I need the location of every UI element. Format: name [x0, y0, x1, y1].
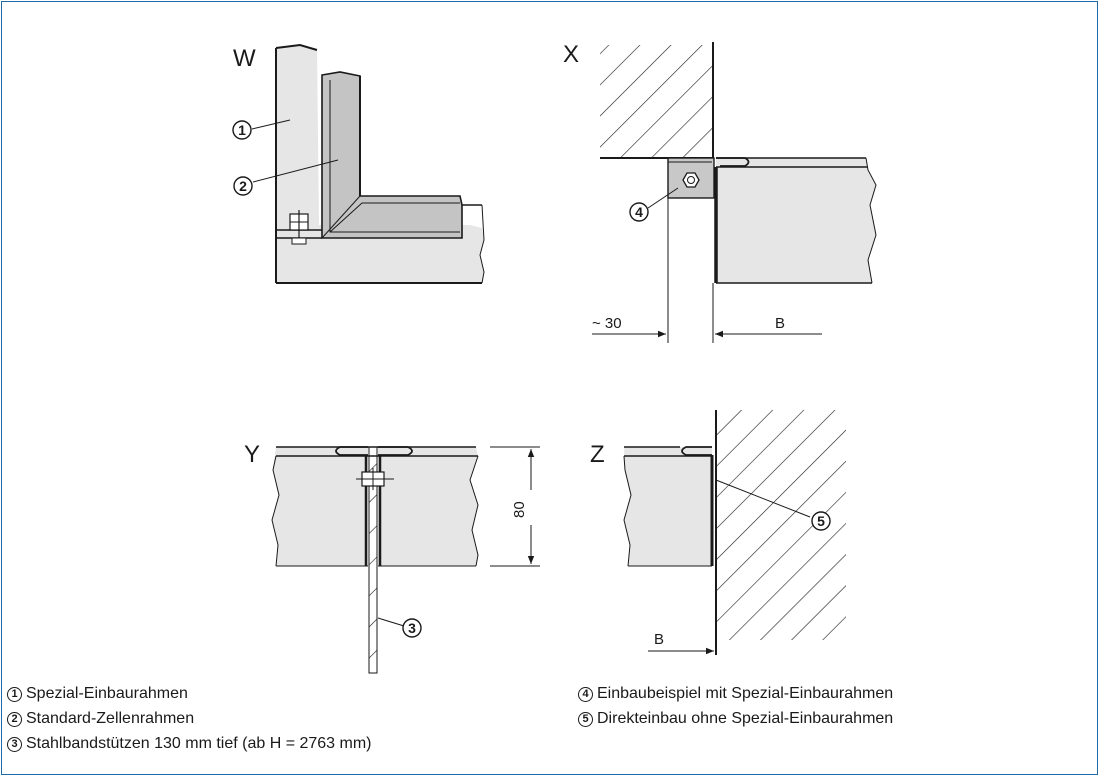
legend-num-5: 5: [578, 711, 593, 727]
legend-item-3: 3 Stahlbandstützen 130 mm tief (ab H = 2…: [7, 735, 372, 753]
dim-80: 80: [511, 501, 528, 518]
legend-text-4: Einbaubeispiel mit Spezial-Einbaurahmen: [597, 685, 894, 702]
view-z: Z 5 B: [590, 410, 846, 655]
bolt-icon-y: [356, 468, 394, 490]
panel-fill-z: [624, 447, 712, 566]
legend-num-2: 2: [7, 711, 22, 727]
view-x-label: X: [563, 41, 579, 68]
cell-frame-profile: [321, 71, 463, 239]
callout-2: 2: [239, 178, 247, 194]
panel-fill: [716, 158, 876, 283]
view-x: X 4 ~ 30 B: [563, 41, 877, 343]
legend-text-2: Standard-Zellenrahmen: [26, 710, 195, 727]
callout-3: 3: [408, 620, 416, 636]
wall-hatch: [600, 45, 713, 158]
bolt-icon: [289, 210, 309, 245]
dim-b-z: B: [654, 631, 664, 648]
nut-icon: [682, 172, 700, 188]
callout-4: 4: [635, 204, 643, 220]
callout-1: 1: [238, 122, 246, 138]
view-z-label: Z: [590, 441, 605, 468]
left-panel-fill: [272, 447, 368, 566]
dim-30: ~ 30: [592, 315, 622, 332]
legend-text-5: Direkteinbau ohne Spezial-Einbaurahmen: [597, 710, 894, 727]
dim-b-x: B: [775, 315, 785, 332]
legend-text-3: Stahlbandstützen 130 mm tief (ab H = 276…: [26, 735, 372, 752]
right-panel-fill: [378, 447, 478, 566]
legend-text-1: Spezial-Einbaurahmen: [26, 685, 188, 702]
special-frame-fill: [276, 45, 484, 283]
view-y-label: Y: [244, 441, 260, 468]
legend-num-3: 3: [7, 736, 22, 752]
view-w: W 1 2: [232, 43, 485, 284]
special-frame-outline: [275, 43, 318, 283]
callout-5: 5: [817, 513, 825, 529]
legend-item-2: 2 Standard-Zellenrahmen: [7, 710, 194, 728]
view-w-label: W: [233, 45, 256, 72]
legend-num-1: 1: [7, 686, 22, 702]
view-y: Y 80 3: [244, 441, 540, 674]
steel-support-strip: [368, 446, 378, 674]
legend-item-1: 1 Spezial-Einbaurahmen: [7, 685, 188, 703]
legend-num-4: 4: [578, 686, 593, 702]
legend-item-4: 4 Einbaubeispiel mit Spezial-Einbaurahme…: [578, 685, 893, 703]
legend-item-5: 5 Direkteinbau ohne Spezial-Einbaurahmen: [578, 710, 893, 728]
